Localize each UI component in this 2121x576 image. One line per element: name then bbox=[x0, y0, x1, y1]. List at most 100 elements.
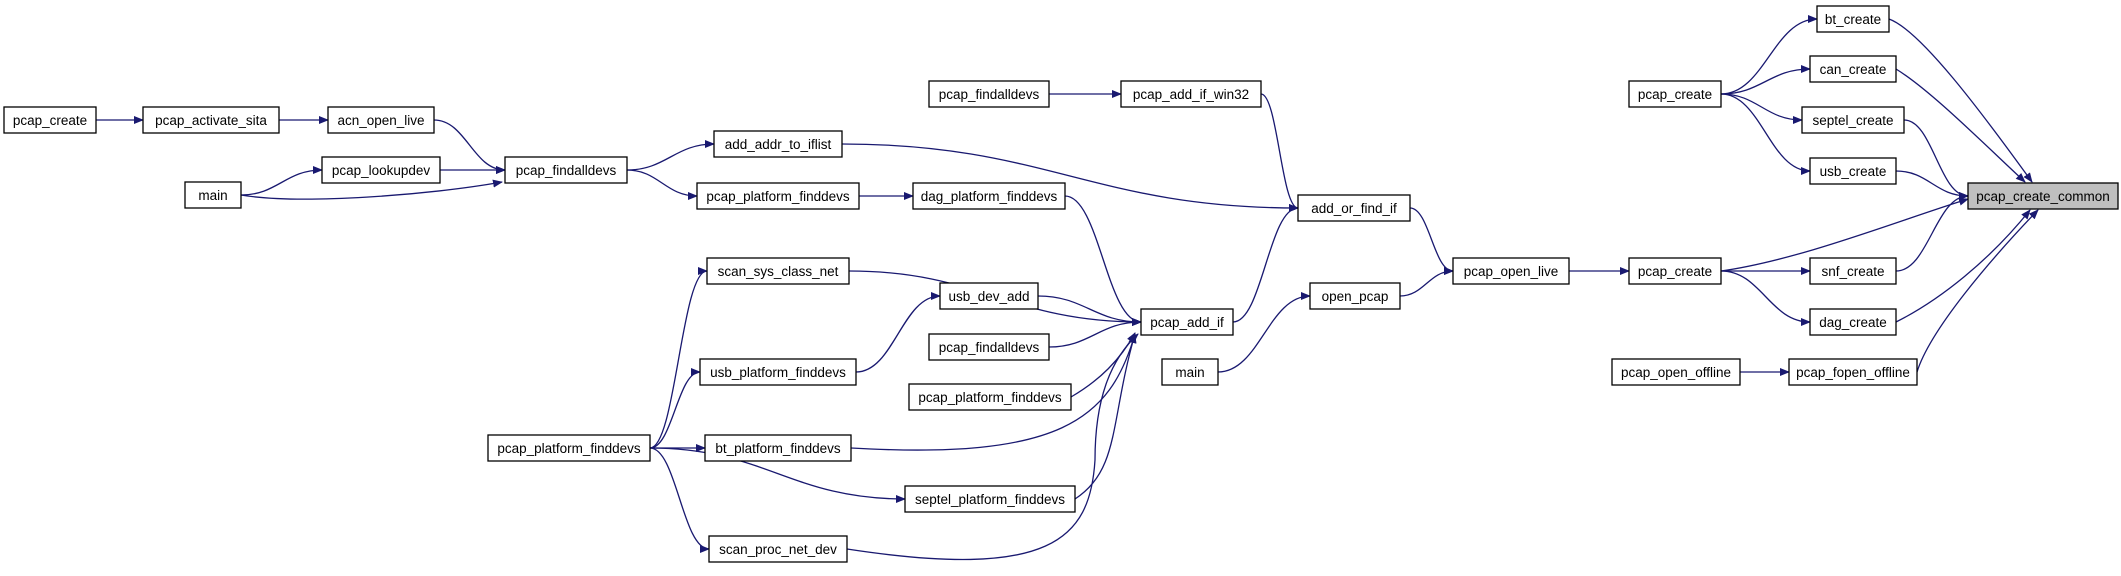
edge-scan-proc-net-dev-to-pcap-add-if bbox=[846, 333, 1139, 561]
node-label: scan_sys_class_net bbox=[718, 264, 839, 279]
node-pcap-add-if[interactable]: pcap_add_if bbox=[1140, 308, 1234, 336]
node-snf-create[interactable]: snf_create bbox=[1809, 257, 1897, 285]
node-label: open_pcap bbox=[1322, 289, 1389, 304]
edge-dag-create-to-pcap-create-common bbox=[1895, 209, 2031, 323]
edge-pcap-findalldevs-left-to-pcap-platform-finddevs-a bbox=[626, 169, 698, 200]
node-septel-platform-finddevs[interactable]: septel_platform_finddevs bbox=[904, 485, 1076, 513]
node-usb-dev-add[interactable]: usb_dev_add bbox=[939, 282, 1039, 310]
node-pcap-add-if-win32[interactable]: pcap_add_if_win32 bbox=[1120, 80, 1262, 108]
node-box bbox=[1628, 80, 1722, 108]
node-box bbox=[908, 383, 1072, 411]
edge-pcap-create-top-to-can-create bbox=[1720, 65, 1811, 95]
node-label: pcap_platform_finddevs bbox=[706, 189, 850, 204]
edge-snf-create-to-pcap-create-common bbox=[1895, 192, 1969, 272]
node-box bbox=[1611, 358, 1741, 386]
edge-septel-platform-finddevs-to-pcap-add-if bbox=[1074, 333, 1137, 500]
node-scan-sys-class-net[interactable]: scan_sys_class_net bbox=[706, 257, 850, 285]
node-box bbox=[928, 80, 1050, 108]
edge-pcap-create-mid-to-dag-create bbox=[1720, 270, 1811, 326]
node-box bbox=[928, 333, 1050, 361]
node-label: pcap_platform_finddevs bbox=[497, 441, 641, 456]
node-label: pcap_lookupdev bbox=[332, 163, 431, 178]
node-pcap-create-left[interactable]: pcap_create bbox=[3, 106, 97, 134]
node-dag-create[interactable]: dag_create bbox=[1809, 308, 1897, 336]
node-box bbox=[706, 257, 850, 285]
edge-bt-platform-finddevs-to-pcap-add-if bbox=[850, 333, 1137, 451]
node-pcap-fopen-offline[interactable]: pcap_fopen_offline bbox=[1788, 358, 1918, 386]
node-box bbox=[1809, 157, 1897, 185]
node-label: bt_create bbox=[1825, 12, 1881, 27]
node-box bbox=[142, 106, 280, 134]
node-label: pcap_create bbox=[13, 113, 87, 128]
edge-usb-dev-add-to-pcap-add-if bbox=[1037, 295, 1142, 326]
node-can-create[interactable]: can_create bbox=[1809, 55, 1897, 83]
node-label: pcap_fopen_offline bbox=[1796, 365, 1910, 380]
node-box bbox=[1140, 308, 1234, 336]
node-add-or-find-if[interactable]: add_or_find_if bbox=[1297, 194, 1411, 222]
node-label: dag_platform_finddevs bbox=[921, 189, 1058, 204]
node-label: pcap_findalldevs bbox=[516, 163, 617, 178]
node-usb-platform-finddevs[interactable]: usb_platform_finddevs bbox=[699, 358, 857, 386]
node-label: usb_dev_add bbox=[948, 289, 1029, 304]
node-label: pcap_create bbox=[1638, 87, 1712, 102]
node-pcap-findalldevs-c[interactable]: pcap_findalldevs bbox=[928, 333, 1050, 361]
node-label: add_addr_to_iflist bbox=[725, 137, 832, 152]
node-box bbox=[504, 156, 628, 184]
node-pcap-platform-finddevs-a[interactable]: pcap_platform_finddevs bbox=[696, 182, 860, 210]
node-label: usb_create bbox=[1820, 164, 1887, 179]
node-acn-open-live[interactable]: acn_open_live bbox=[327, 106, 435, 134]
node-main-center[interactable]: main bbox=[1161, 358, 1219, 386]
node-add-addr-to-iflist[interactable]: add_addr_to_iflist bbox=[713, 130, 843, 158]
node-label: pcap_open_offline bbox=[1621, 365, 1731, 380]
node-pcap-lookupdev[interactable]: pcap_lookupdev bbox=[321, 156, 441, 184]
node-open-pcap[interactable]: open_pcap bbox=[1309, 282, 1401, 310]
node-label: pcap_open_live bbox=[1464, 264, 1559, 279]
edge-pcap-create-top-to-usb-create bbox=[1720, 93, 1811, 175]
node-scan-proc-net-dev[interactable]: scan_proc_net_dev bbox=[708, 535, 848, 563]
node-box bbox=[1161, 358, 1219, 386]
node-pcap-activate-sita[interactable]: pcap_activate_sita bbox=[142, 106, 280, 134]
node-box bbox=[1297, 194, 1411, 222]
edge-acn-open-live-to-pcap-findalldevs-left bbox=[433, 119, 506, 174]
node-box bbox=[713, 130, 843, 158]
node-box bbox=[487, 434, 651, 462]
node-box bbox=[321, 156, 441, 184]
edge-pcap-findalldevs-c-to-pcap-add-if bbox=[1048, 318, 1142, 348]
node-label: pcap_create_common bbox=[1976, 189, 2110, 204]
node-bt-platform-finddevs[interactable]: bt_platform_finddevs bbox=[704, 434, 852, 462]
node-label: pcap_platform_finddevs bbox=[918, 390, 1062, 405]
call-edges bbox=[96, 15, 2039, 561]
node-box bbox=[708, 535, 848, 563]
node-pcap-platform-finddevs-b[interactable]: pcap_platform_finddevs bbox=[908, 383, 1072, 411]
node-septel-create[interactable]: septel_create bbox=[1801, 106, 1905, 134]
node-label: septel_create bbox=[1812, 113, 1893, 128]
node-pcap-open-offline[interactable]: pcap_open_offline bbox=[1611, 358, 1741, 386]
edge-pcap-platform-finddevs-left-to-scan-proc-net-dev bbox=[649, 447, 710, 553]
node-box bbox=[696, 182, 860, 210]
node-pcap-create-common[interactable]: pcap_create_common bbox=[1967, 182, 2119, 210]
node-box bbox=[939, 282, 1039, 310]
node-pcap-create-mid[interactable]: pcap_create bbox=[1628, 257, 1722, 285]
node-label: snf_create bbox=[1821, 264, 1884, 279]
node-label: pcap_findalldevs bbox=[939, 87, 1040, 102]
node-dag-platform-finddevs[interactable]: dag_platform_finddevs bbox=[912, 182, 1066, 210]
node-main-left[interactable]: main bbox=[184, 181, 242, 209]
edge-pcap-fopen-offline-to-pcap-create-common bbox=[1916, 209, 2039, 373]
node-pcap-platform-finddevs-left[interactable]: pcap_platform_finddevs bbox=[487, 434, 651, 462]
node-pcap-findalldevs-top[interactable]: pcap_findalldevs bbox=[928, 80, 1050, 108]
node-box bbox=[1809, 257, 1897, 285]
node-pcap-open-live[interactable]: pcap_open_live bbox=[1452, 257, 1570, 285]
edge-pcap-findalldevs-left-to-add-addr-to-iflist bbox=[626, 140, 715, 171]
node-pcap-findalldevs-left[interactable]: pcap_findalldevs bbox=[504, 156, 628, 184]
node-bt-create[interactable]: bt_create bbox=[1816, 5, 1890, 33]
edge-pcap-add-if-to-add-or-find-if bbox=[1232, 204, 1299, 323]
edge-can-create-to-pcap-create-common bbox=[1895, 68, 2026, 183]
node-pcap-create-top[interactable]: pcap_create bbox=[1628, 80, 1722, 108]
edge-pcap-add-if-win32-to-add-or-find-if bbox=[1260, 93, 1299, 212]
node-box bbox=[1809, 55, 1897, 83]
node-usb-create[interactable]: usb_create bbox=[1809, 157, 1897, 185]
node-box bbox=[704, 434, 852, 462]
node-label: pcap_create bbox=[1638, 264, 1712, 279]
edge-bt-create-to-pcap-create-common bbox=[1888, 18, 2033, 183]
